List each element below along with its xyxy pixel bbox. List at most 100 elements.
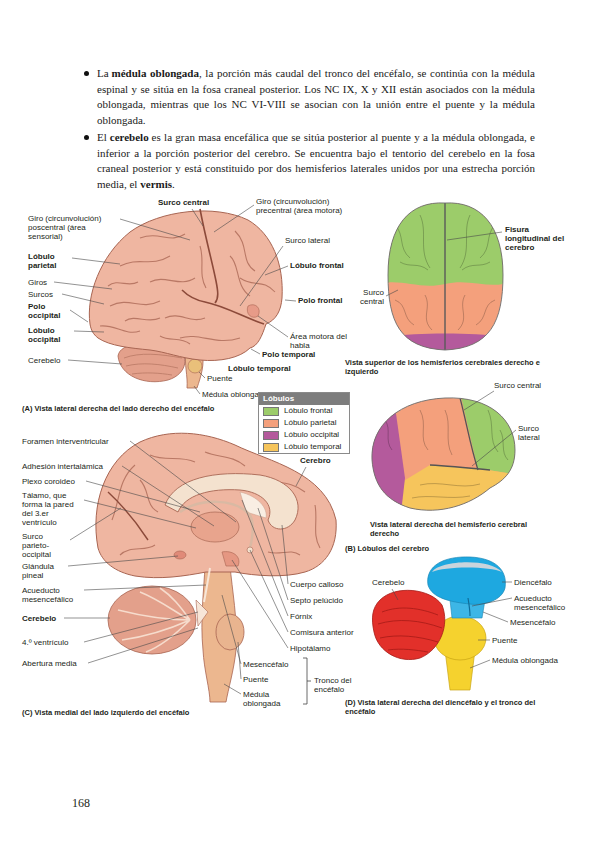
part-label: Acueducto mesencefálico [22,586,82,604]
part-label: Surco lateral [285,236,330,245]
part-label: Cerebelo [28,356,60,365]
part-label: Plexo coroideo [22,477,75,486]
leader-line [258,508,288,600]
bold-term: cerebelo [110,131,149,143]
legend-text: Lóbulo parietal [284,418,336,428]
leader-line [72,258,120,264]
part-label: Polo temporal [262,350,315,359]
pons [216,614,244,650]
bold-term: médula oblongada [112,67,199,79]
leader-line [70,310,88,322]
thalamus [191,512,239,542]
leader-line [478,640,490,641]
leader-line [258,316,288,337]
legend-row: Lóbulo temporal [259,441,349,453]
leader-line [472,598,512,606]
gyri [385,410,508,498]
leader-line [232,560,288,648]
hemispheres-outline [388,203,503,350]
legend-row: Lóbulo parietal [259,417,349,429]
part-label: Surco parieto-occipital [22,532,67,559]
leader-line [472,430,516,466]
pineal-gland [174,551,186,559]
legend-text: Lóbulo temporal [284,442,341,452]
part-label: Puente [243,675,268,684]
hemisphere-lateral-view [365,392,520,522]
leader-line [86,481,200,512]
body-text-run: . [172,178,175,190]
leader-line [194,386,200,394]
legend-swatch [263,431,279,440]
leader-line [122,466,214,526]
bullet-dot [84,135,89,140]
figure-caption: (C) Vista medial del lado izquierdo del … [22,708,189,717]
bullet-paragraph: Elcerebeloes la gran masa encefálica que… [97,130,535,192]
part-label: Lóbulo temporal [228,364,291,373]
fornix [180,502,253,548]
leader-line [392,589,398,600]
leader-line [64,618,110,619]
hemisphere-outline [372,398,515,510]
part-label: Médula oblongada [492,656,558,665]
speech-area [247,305,259,318]
leader-line [70,508,121,540]
part-label: Cerebelo [372,578,404,587]
part-label: Polo occipital [28,302,78,320]
leader-line [265,266,288,275]
gyri [100,231,275,344]
longitudinal-fissure [444,200,445,355]
leader-line [224,684,241,694]
part-label: Comisura anterior [290,628,354,637]
central-sulcus [200,209,218,303]
bold-term: vermis [140,178,172,190]
part-label: Surco central [158,198,209,207]
leader-line [296,467,306,486]
leader-lines [54,205,516,694]
figure-caption: Vista lateral derecha del hemisferio cer… [370,520,545,538]
cerebellum [108,586,196,654]
leader-line [62,294,104,304]
frontal-region [460,392,520,475]
parietal-region [380,195,510,365]
part-label: Cerebro [300,456,331,465]
leader-line [483,612,508,622]
legend-text: Lóbulo occipital [284,430,339,440]
body-text: Lamédula oblongada, la porción más cauda… [97,66,535,194]
leader-line [470,660,490,668]
cerebellum [372,590,444,659]
legend-swatch [263,443,279,452]
diencephalon [428,557,506,604]
part-label: Tronco del encéfalo [314,676,364,694]
brain-medial-view [96,433,336,702]
diencephalon-cap [432,562,502,572]
leader-line [120,219,190,240]
part-label: Polo frontal [298,296,342,305]
part-label: Surco lateral [518,424,558,442]
leader-line [238,642,241,679]
parietal-region [365,392,520,522]
part-label: Mesencéfalo [243,660,288,669]
legend-title: Lóbulos [259,393,349,405]
body-text-run: La [97,67,109,79]
brainstem-bracket [303,658,311,704]
part-label: Cuerpo calloso [290,580,343,589]
part-label: Septo pelúcido [290,596,343,605]
legend-row: Lóbulo frontal [259,405,349,417]
part-label: Giro (circunvolución) precentral (área m… [256,197,366,215]
gyri [112,452,320,555]
leader-line [68,360,122,364]
leader-line [214,205,254,232]
fourth-ventricle [196,600,208,626]
part-label: Foramen interventricular [22,437,109,446]
part-label: Acueducto mesencefálico [514,594,570,612]
hemispheres-superior-view [380,195,510,365]
leader-line [502,582,512,583]
leader-line [250,550,288,632]
figure-caption: (D) Vista lateral derecha del diencéfalo… [345,698,560,716]
part-label: Giros [28,278,47,287]
page-number: 168 [72,796,90,810]
leader-line [464,391,494,410]
leader-line [222,595,241,664]
part-label: Diencéfalo [514,578,552,587]
